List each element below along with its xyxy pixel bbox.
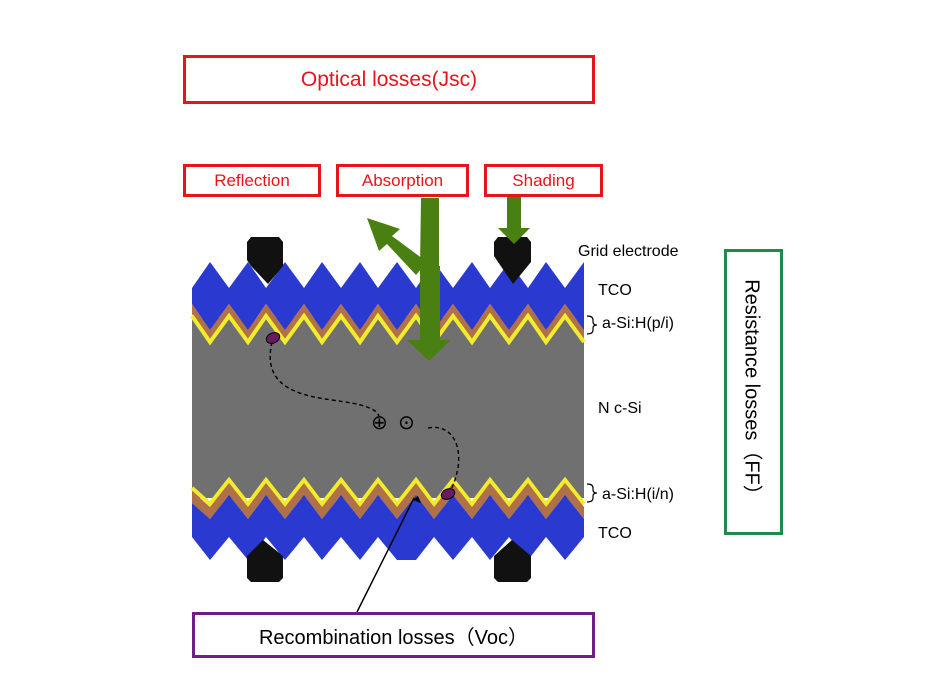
defect-top [265, 332, 281, 344]
asi-bottom-yellow-line [190, 476, 586, 508]
absorption-arrow [420, 198, 439, 268]
defect-bottom [440, 488, 456, 500]
grid-electrode-bottom-left [247, 540, 283, 582]
reflection-box: Reflection [183, 164, 321, 197]
optical-losses-box: Optical losses(Jsc) [183, 55, 595, 104]
electron-symbol: ⊙ [398, 410, 415, 434]
absorption-label: Absorption [361, 170, 444, 190]
carrier-path-left [269, 341, 380, 417]
asi-bottom-brown-layer [192, 483, 584, 519]
shading-arrow [498, 197, 530, 244]
reflection-label: Reflection [214, 170, 290, 190]
resistance-losses-label: Resistance losses（FF） [740, 279, 762, 505]
ncsi-label: N c-Si [598, 400, 642, 417]
hole-symbol: ⊕ [371, 410, 388, 434]
tco-top-label: TCO [598, 282, 632, 299]
shading-box: Shading [484, 164, 603, 197]
recombination-losses-box: Recombination losses（Voc） [192, 612, 595, 658]
asi-top-yellow-line [190, 312, 586, 346]
grid-electrode-top-left [247, 237, 283, 284]
brace-top [586, 315, 598, 335]
recombination-losses-label: Recombination losses（Voc） [258, 626, 528, 649]
grid-electrode-bottom-right [494, 540, 531, 582]
tco-bottom-label: TCO [598, 525, 632, 542]
brace-bottom [586, 483, 598, 503]
grid-electrode-top-right [494, 237, 531, 284]
carrier-path-right [427, 426, 460, 495]
asi-top-label: a-Si:H(p/i) [602, 315, 675, 332]
recombination-pointer [356, 497, 415, 613]
absorption-arrow-head [407, 266, 451, 361]
shading-label: Shading [512, 170, 575, 190]
asi-bottom-label: a-Si:H(i/n) [602, 486, 675, 503]
asi-top-brown-layer [192, 304, 584, 340]
absorption-box: Absorption [336, 164, 469, 197]
grid-electrode-label: Grid electrode [578, 243, 679, 260]
tco-top-layer [192, 262, 584, 330]
resistance-losses-box: Resistance losses（FF） [724, 249, 783, 535]
tco-bottom-layer [192, 495, 584, 560]
optical-losses-label: Optical losses(Jsc) [300, 67, 478, 91]
ncsi-bulk [192, 318, 584, 498]
defect-bottom-tick [413, 496, 421, 503]
reflection-arrow [367, 218, 427, 275]
